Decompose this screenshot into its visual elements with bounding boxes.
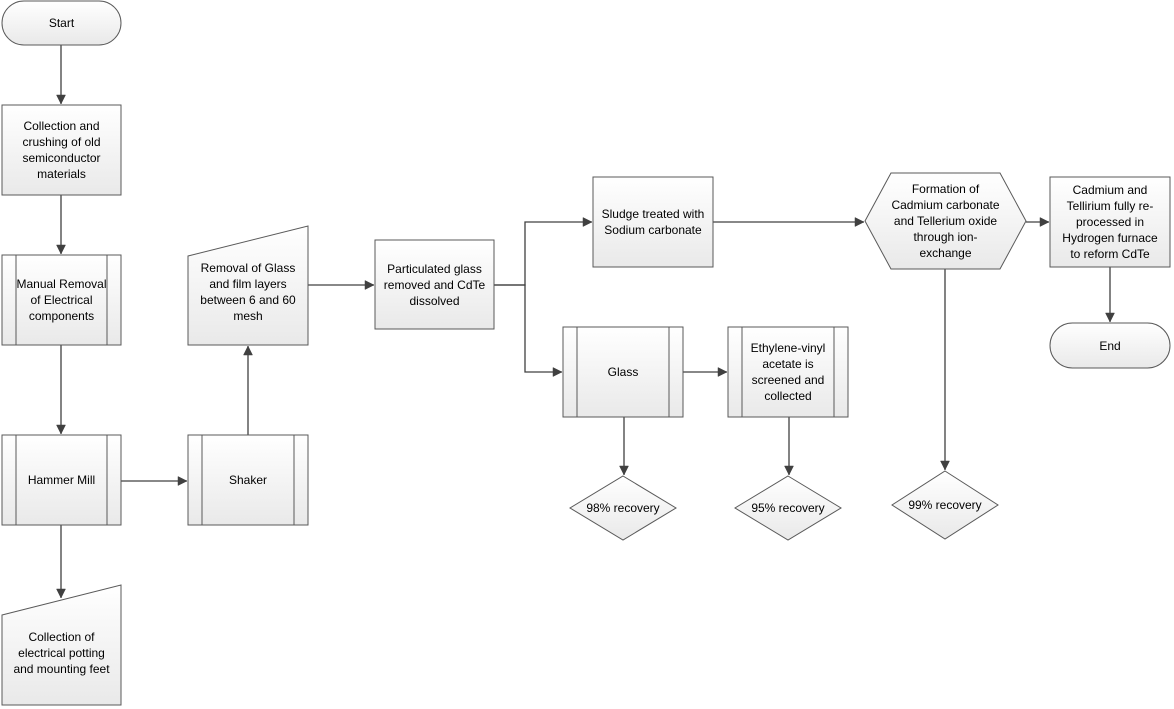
connector-eva-screened-to-recovery-95: [784, 417, 794, 476]
arrowhead: [619, 465, 629, 476]
end-shape: [1049, 322, 1171, 369]
connector-collection-crushing-to-manual-removal: [56, 195, 66, 255]
recovery-95-shape: [734, 475, 842, 541]
arrowhead: [717, 367, 728, 377]
recovery-98-shape: [569, 475, 677, 541]
arrowhead: [56, 94, 66, 105]
manual-removal-shape: [1, 254, 122, 346]
formation-oxide-shape: [864, 172, 1027, 270]
glass-shape: [562, 326, 684, 418]
arrowhead: [582, 217, 593, 227]
eva-screened-shape: [727, 326, 849, 418]
start-shape: [1, 0, 122, 46]
connector-shaker-to-removal-glass-film: [243, 345, 253, 435]
arrowhead: [364, 280, 375, 290]
connector-start-to-collection-crushing: [56, 45, 66, 105]
arrowhead: [784, 465, 794, 476]
sludge-treated-shape: [592, 176, 714, 268]
connector-hammer-mill-to-collection-potting: [56, 525, 66, 599]
connector-particulated-glass-to-sludge-treated: [494, 217, 593, 286]
connector-hammer-mill-to-shaker: [121, 476, 188, 486]
connector-sludge-treated-to-formation-oxide: [713, 217, 865, 227]
recovery-99-shape: [891, 470, 999, 540]
arrowhead: [552, 367, 563, 377]
arrowhead: [1039, 217, 1050, 227]
arrowhead: [56, 244, 66, 255]
collection-potting-shape: [1, 584, 122, 706]
arrowhead: [56, 588, 66, 599]
arrowhead: [177, 476, 188, 486]
connector-particulated-glass-to-glass: [494, 284, 563, 377]
removal-glass-film-shape: [187, 225, 309, 346]
arrowhead: [56, 424, 66, 435]
reprocessed-shape: [1049, 176, 1171, 268]
hammer-mill-shape: [1, 434, 122, 526]
connector-removal-glass-film-to-particulated-glass: [308, 280, 375, 290]
arrowhead: [854, 217, 865, 227]
connector-glass-to-eva-screened: [683, 367, 728, 377]
connector-formation-oxide-to-recovery-99: [940, 269, 950, 471]
shaker-shape: [187, 434, 309, 526]
collection-crushing-shape: [1, 104, 122, 196]
particulated-glass-shape: [374, 239, 495, 330]
connector-reprocessed-to-end: [1105, 267, 1115, 323]
connector-glass-to-recovery-98: [619, 417, 629, 476]
arrowhead: [940, 460, 950, 471]
connector-manual-removal-to-hammer-mill: [56, 345, 66, 435]
arrowhead: [243, 345, 253, 356]
connector-formation-oxide-to-reprocessed: [1026, 217, 1050, 227]
arrowhead: [1105, 312, 1115, 323]
